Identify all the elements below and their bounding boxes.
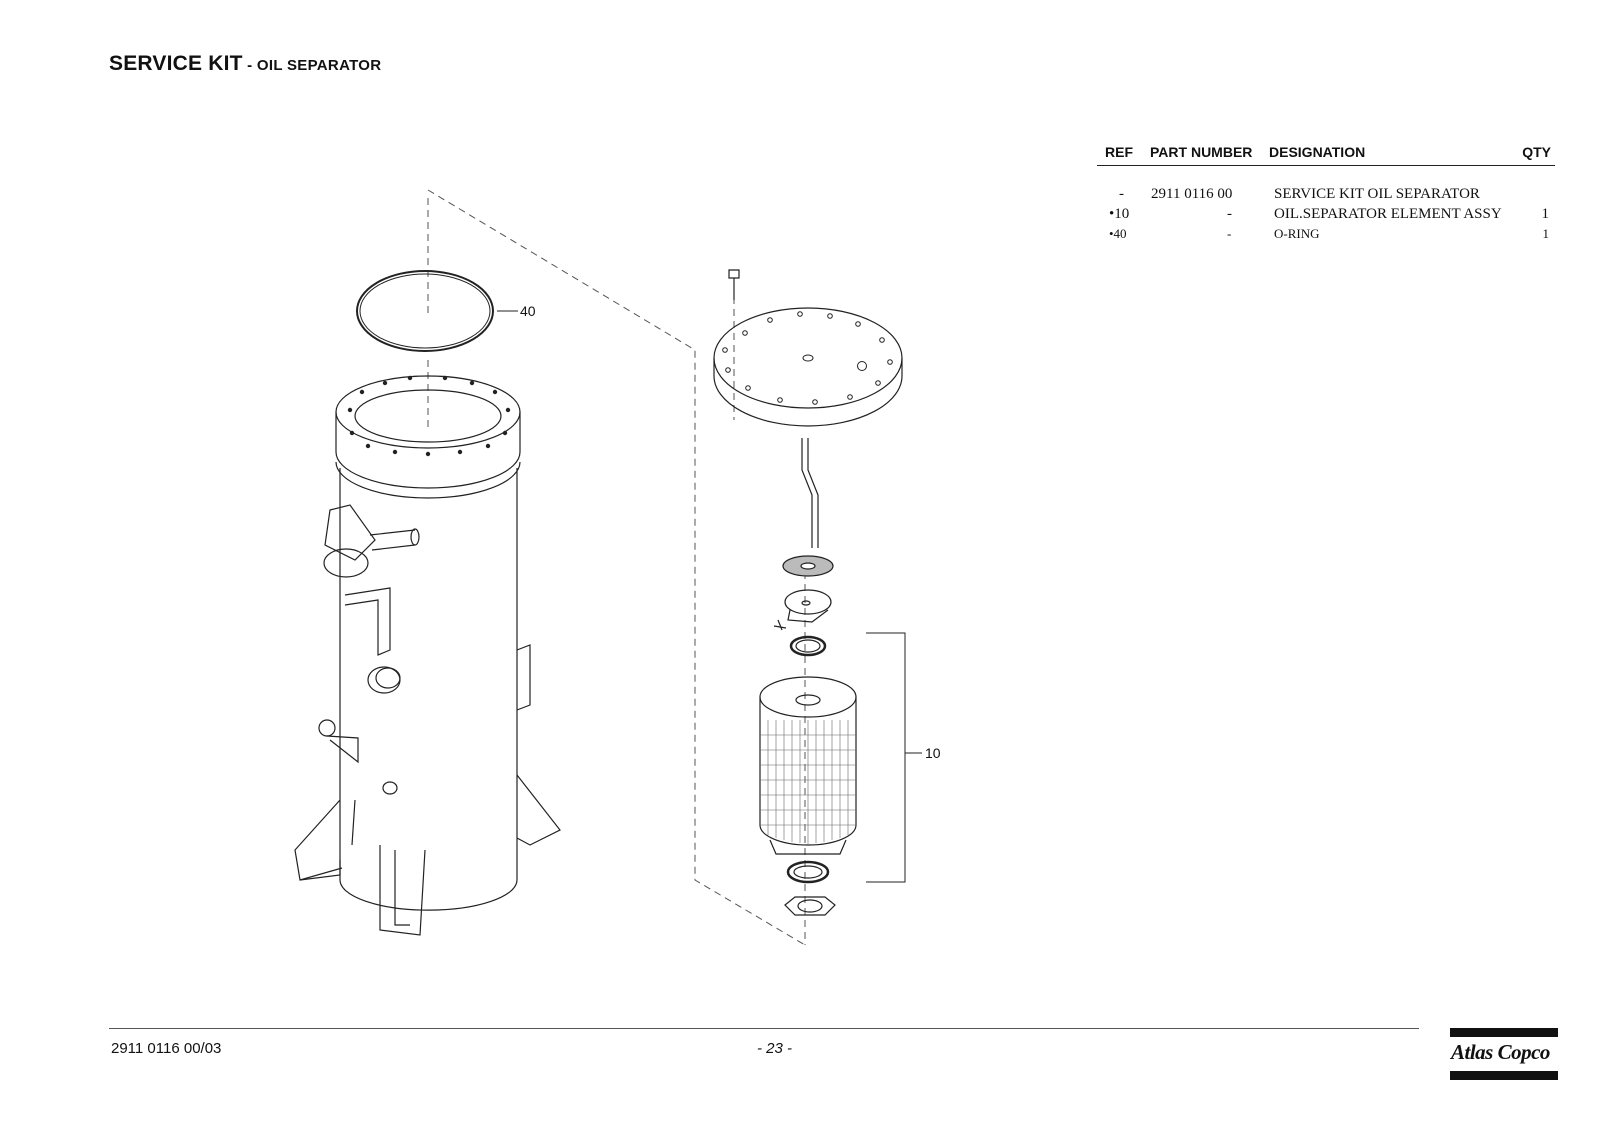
logo-bar-bottom [1450,1071,1558,1080]
column-header-designation: DESIGNATION [1269,144,1366,160]
cell-designation: OIL.SEPARATOR ELEMENT ASSY [1274,206,1502,222]
cell-ref: - [1119,186,1124,202]
cell-designation: SERVICE KIT OIL SEPARATOR [1274,186,1480,202]
footer-divider [109,1028,1419,1029]
gasket-parts [773,555,834,657]
column-header-ref: REF [1105,144,1133,160]
page-title: SERVICE KIT - OIL SEPARATOR [109,52,381,76]
callout-10: 10 [925,745,941,761]
cell-ref: •10 [1109,206,1130,222]
logo-bar-top [1450,1028,1558,1037]
cell-part-number: - [1227,226,1232,241]
table-row: •10 - OIL.SEPARATOR ELEMENT ASSY 1 [1097,206,1555,226]
atlas-copco-logo: Atlas Copco [1450,1028,1560,1080]
separator-vessel [294,375,561,936]
assembly-dashed-lines [427,189,806,946]
cell-qty: 1 [1541,206,1550,222]
parts-table: REF PART NUMBER DESIGNATION QTY - 2911 0… [1097,143,1555,246]
cell-part-number: 2911 0116 00 [1151,186,1233,202]
document-number: 2911 0116 00/03 [111,1040,222,1057]
cell-part-number: - [1227,206,1232,222]
cover-plate [713,269,903,427]
page-number: - 23 - [757,1040,793,1057]
callout-40: 40 [520,303,536,319]
page-title-main: SERVICE KIT [109,52,243,75]
filter-element [759,632,922,916]
cell-ref: •40 [1109,226,1127,241]
column-header-part-number: PART NUMBER [1150,144,1253,160]
column-header-qty: QTY [1522,144,1551,160]
o-ring-part [356,270,518,352]
cell-qty: 1 [1542,226,1550,241]
table-row: •40 - O-RING 1 [1097,226,1555,246]
table-row: - 2911 0116 00 SERVICE KIT OIL SEPARATOR [1097,186,1555,206]
dip-tube [801,438,819,548]
cell-designation: O-RING [1274,226,1320,241]
parts-table-header: REF PART NUMBER DESIGNATION QTY [1097,143,1555,166]
page-title-sub: - OIL SEPARATOR [247,57,382,74]
logo-wordmark: Atlas Copco [1451,1040,1550,1064]
